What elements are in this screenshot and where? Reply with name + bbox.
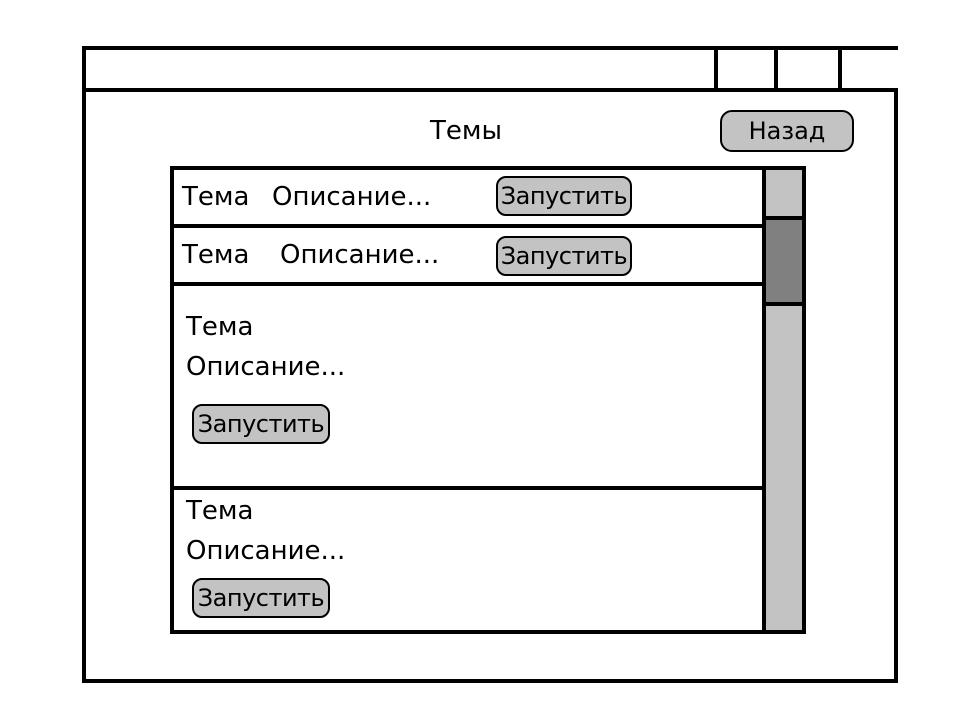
topic-title: Тема <box>186 496 254 526</box>
topics-list: Тема Описание... Запустить Тема Описание… <box>170 166 766 634</box>
list-item: Тема Описание... Запустить <box>174 228 766 286</box>
topic-description: Описание... <box>186 352 346 382</box>
run-button[interactable]: Запустить <box>496 176 632 216</box>
run-button[interactable]: Запустить <box>192 404 330 444</box>
app-window: Темы Назад Тема Описание... Запустить Те… <box>82 46 898 683</box>
scrollbar[interactable] <box>762 166 806 634</box>
minimize-button[interactable] <box>714 50 774 88</box>
page-title: Темы <box>429 116 503 146</box>
back-button[interactable]: Назад <box>720 110 854 152</box>
topic-title: Тема <box>182 182 250 212</box>
list-item: Тема Описание... Запустить <box>174 170 766 228</box>
topic-title: Тема <box>182 240 250 270</box>
scrollbar-thumb[interactable] <box>766 220 802 306</box>
close-button[interactable] <box>838 50 898 88</box>
run-button[interactable]: Запустить <box>192 578 330 618</box>
topic-description: Описание... <box>272 182 432 212</box>
title-bar <box>86 50 898 92</box>
topic-title: Тема <box>186 312 254 342</box>
maximize-button[interactable] <box>774 50 838 88</box>
topic-description: Описание... <box>280 240 440 270</box>
run-button[interactable]: Запустить <box>496 236 632 276</box>
list-item: Тема Описание... Запустить <box>174 490 766 626</box>
scroll-up-divider <box>766 216 802 220</box>
topic-description: Описание... <box>186 536 346 566</box>
list-item: Тема Описание... Запустить <box>174 286 766 490</box>
